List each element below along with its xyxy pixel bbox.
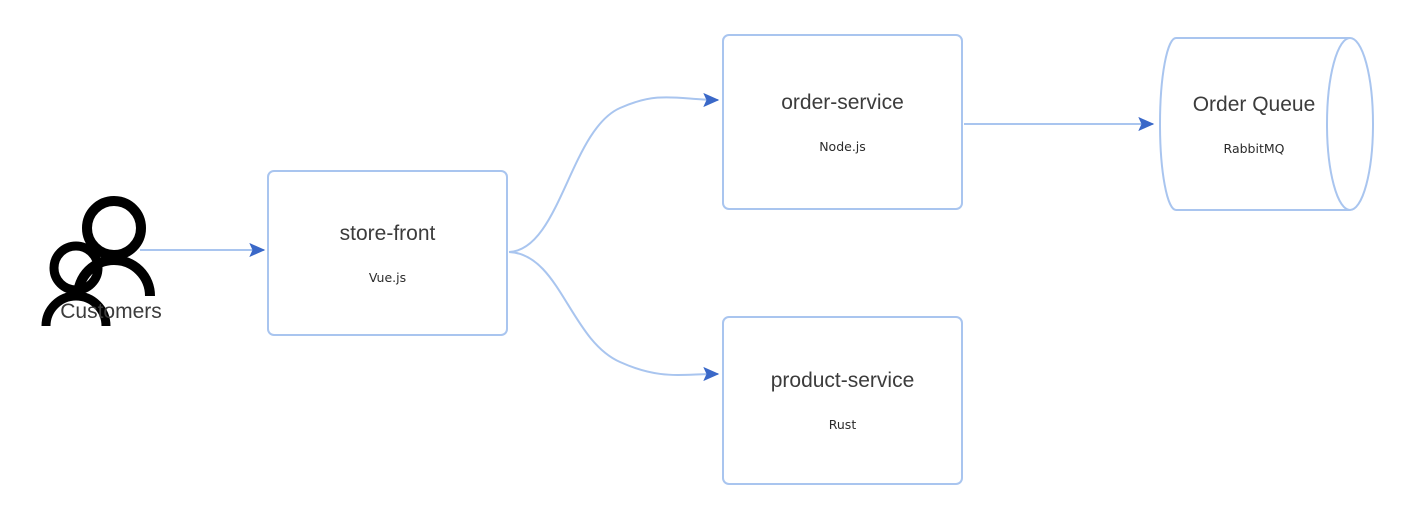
node-store-front-title: store-front [339, 221, 436, 245]
actor-customers[interactable] [38, 186, 186, 334]
edge-store-front-to-product-service [508, 251, 720, 382]
node-order-service-subtitle: Node.js [819, 138, 866, 154]
node-product-service-title: product-service [770, 369, 915, 393]
node-store-front-subtitle: Vue.js [368, 269, 407, 285]
node-order-service-title: order-service [781, 90, 904, 114]
edge-store-front-to-order-service [508, 92, 720, 253]
cylinder-shape [1159, 37, 1374, 211]
node-product-service-subtitle: Rust [828, 417, 857, 433]
node-product-service[interactable]: product-service Rust [722, 316, 963, 485]
two-people-icon [41, 196, 155, 327]
node-store-front[interactable]: store-front Vue.js [267, 170, 508, 336]
node-order-service[interactable]: order-service Node.js [722, 34, 963, 210]
node-order-queue[interactable]: Order Queue RabbitMQ [1158, 36, 1375, 212]
actor-customers-label: Customers [60, 300, 162, 323]
